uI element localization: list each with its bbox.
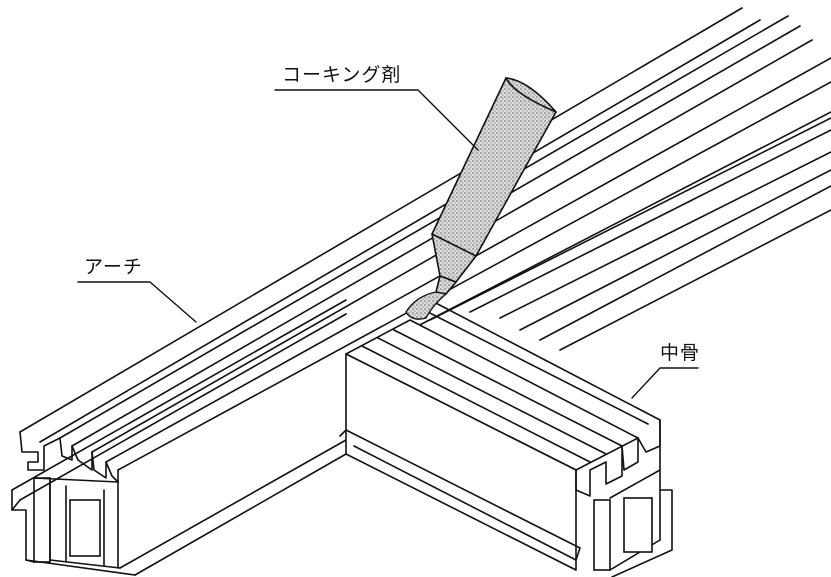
arch-label: アーチ <box>84 256 143 278</box>
mullion-label: 中骨 <box>660 342 701 364</box>
caulking-tube <box>431 77 557 295</box>
leader-lines <box>77 89 699 399</box>
mullion-extrusion <box>339 299 673 577</box>
sealant-bead <box>405 291 447 320</box>
caulking-label: コーキング剤 <box>282 64 402 86</box>
